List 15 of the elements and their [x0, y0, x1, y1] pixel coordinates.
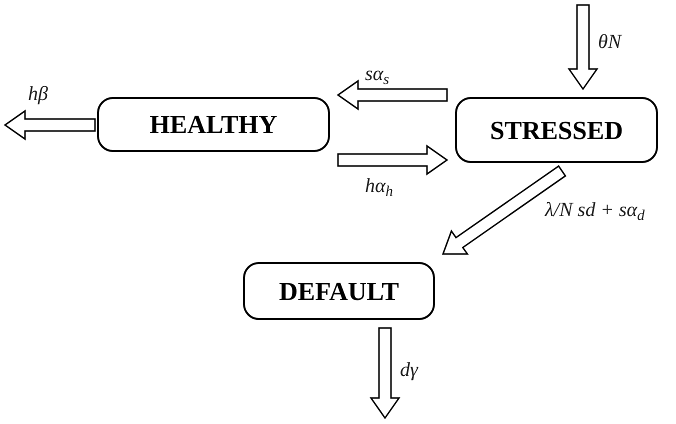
hollow-arrow — [337, 144, 448, 176]
state-box: HEALTHY — [97, 97, 330, 152]
edge-label: hα$_{h}$ — [365, 176, 393, 196]
hollow-arrow — [336, 80, 448, 110]
hollow-arrow — [370, 327, 400, 420]
edge-label: dγ — [400, 360, 418, 380]
hollow-arrow — [442, 165, 566, 255]
hollow-arrow — [568, 4, 598, 90]
edge-label: λ/N sd + sα$_{d}$ — [545, 200, 645, 220]
state-box: STRESSED — [455, 97, 658, 163]
edge-label: hβ — [28, 84, 48, 104]
edge-label: sα$_{s}$ — [365, 64, 390, 84]
hollow-arrow — [4, 110, 96, 140]
state-box: DEFAULT — [243, 262, 435, 320]
edge-label: θN — [598, 32, 622, 52]
